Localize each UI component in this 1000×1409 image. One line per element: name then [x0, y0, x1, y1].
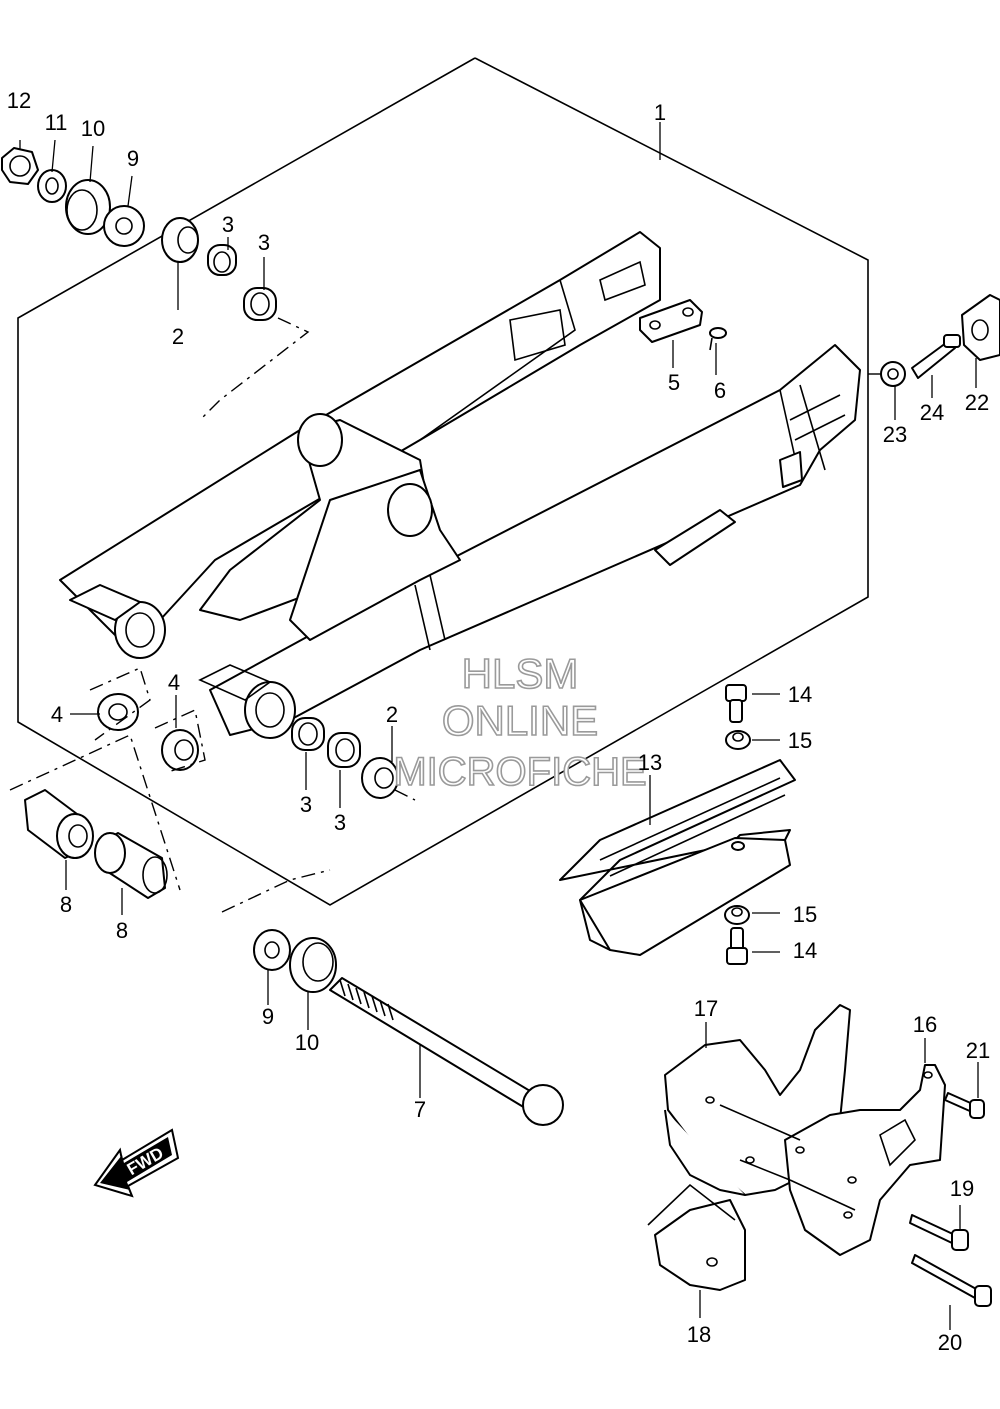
watermark-line1: HLSM — [462, 650, 579, 697]
nut-23 — [880, 361, 906, 387]
callout-21: 21 — [966, 1038, 990, 1063]
callout-7: 7 — [414, 1097, 426, 1122]
callout-12: 12 — [7, 88, 31, 113]
collar-8-right — [94, 832, 168, 899]
callout-2: 2 — [172, 324, 184, 349]
callout-15: 15 — [793, 902, 817, 927]
collar-2-upper — [161, 217, 199, 263]
callout-18: 18 — [687, 1322, 711, 1347]
callout-15: 15 — [788, 728, 812, 753]
bolt-20 — [911, 1254, 992, 1307]
callout-11: 11 — [45, 110, 68, 135]
guide-bracket-17 — [664, 1004, 851, 1196]
callout-6: 6 — [714, 378, 726, 403]
bolt-14-lower — [726, 927, 748, 965]
swingarm — [59, 231, 861, 739]
callout-5: 5 — [668, 370, 680, 395]
callout-20: 20 — [938, 1330, 962, 1355]
washer-15-upper — [725, 730, 751, 750]
watermark-line3: MICROFICHE — [393, 750, 646, 794]
callout-3: 3 — [334, 810, 346, 835]
callout-10: 10 — [295, 1030, 319, 1055]
callout-19: 19 — [950, 1176, 974, 1201]
bearing-3-upper-a — [207, 244, 237, 276]
guide-block-18 — [654, 1199, 746, 1291]
callout-2: 2 — [386, 702, 398, 727]
callouts: 1 2 2 3 3 3 3 4 4 5 6 7 8 8 9 9 10 10 11… — [7, 88, 990, 1355]
callout-13: 13 — [638, 750, 662, 775]
callout-24: 24 — [920, 400, 944, 425]
watermark: HLSM ONLINE MICROFICHE — [393, 649, 648, 795]
callout-8: 8 — [116, 918, 128, 943]
callout-9: 9 — [262, 1004, 274, 1029]
callout-17: 17 — [694, 996, 718, 1021]
seal-4-right — [161, 729, 199, 771]
washer-11 — [37, 169, 67, 203]
nut-12 — [1, 147, 39, 185]
adjuster-block-22 — [961, 294, 1000, 361]
fwd-arrow-icon: FWD — [93, 1128, 180, 1198]
bearing-10-upper — [65, 179, 111, 235]
callout-14: 14 — [788, 682, 812, 707]
washer-15-lower — [724, 905, 750, 925]
bearing-10-lower — [289, 937, 337, 993]
bolt-14-upper — [725, 684, 747, 723]
callout-3: 3 — [300, 792, 312, 817]
callout-1: 1 — [654, 100, 666, 125]
washer-9-upper — [103, 205, 145, 247]
callout-16: 16 — [913, 1012, 937, 1037]
seal-4-left — [97, 693, 139, 731]
collar-8-left — [24, 789, 94, 859]
callout-10: 10 — [81, 116, 105, 141]
bearing-3-lower-a — [291, 717, 325, 751]
callout-9: 9 — [127, 146, 139, 171]
bolt-24 — [911, 334, 961, 379]
callout-3: 3 — [258, 230, 270, 255]
callout-14: 14 — [793, 938, 817, 963]
callout-8: 8 — [60, 892, 72, 917]
callout-23: 23 — [883, 422, 907, 447]
callout-3: 3 — [222, 212, 234, 237]
washer-9-lower — [253, 929, 291, 971]
collar-2-lower — [361, 757, 399, 799]
screw-6 — [709, 327, 727, 351]
bearing-3-lower-b — [327, 732, 361, 768]
pivot-bolt-7 — [329, 977, 564, 1126]
chain-slider-13 — [559, 759, 796, 956]
callout-4: 4 — [168, 670, 180, 695]
watermark-line2: ONLINE — [442, 697, 598, 744]
bearing-3-upper-b — [243, 287, 277, 321]
bolt-21 — [944, 1092, 985, 1119]
callout-4: 4 — [51, 702, 63, 727]
callout-22: 22 — [965, 390, 989, 415]
plate-5 — [639, 299, 703, 343]
bolt-19 — [909, 1214, 969, 1251]
guide-plate-16 — [784, 1064, 946, 1256]
assembly-outline — [17, 57, 869, 906]
